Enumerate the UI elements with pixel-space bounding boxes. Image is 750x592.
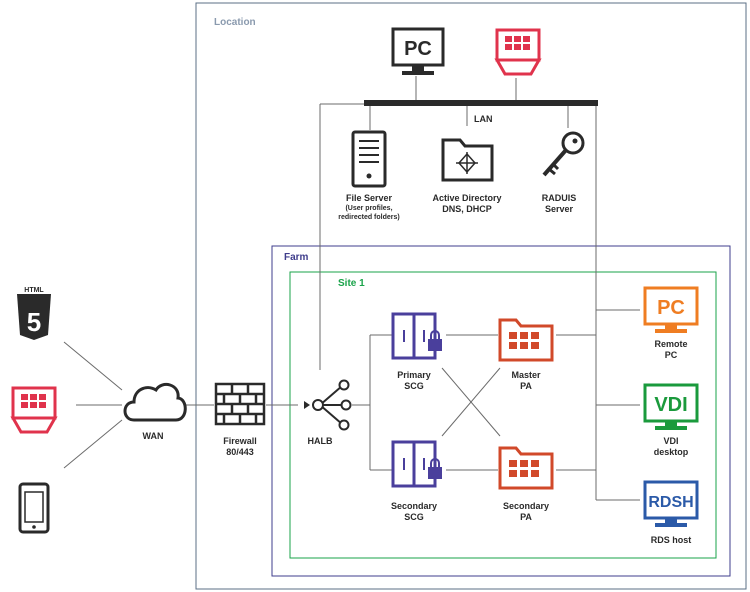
remote-pc-label-line-2: PC <box>664 350 678 360</box>
vdi-label: VDI desktop <box>654 436 689 458</box>
secondary-pa-label: Secondary PA <box>503 501 549 523</box>
location-box <box>195 2 747 590</box>
firewall-icon <box>214 382 266 426</box>
file-server-label: File Server (User profiles, redirected f… <box>338 193 399 222</box>
key-icon <box>542 131 585 177</box>
active-directory-label: Active Directory DNS, DHCP <box>432 193 501 215</box>
lan-bus <box>364 100 598 106</box>
secondary-scg-label-line-1: Secondary <box>390 501 438 511</box>
top-pc-screen-text: PC <box>404 38 432 60</box>
remote-pc-screen-text: PC <box>657 297 685 319</box>
file-server-icon <box>351 130 387 188</box>
secondary-scg-label-line-2: SCG <box>404 512 424 522</box>
master-pa-label-line-2: PA <box>520 381 532 391</box>
farm-label: Farm <box>284 252 309 263</box>
halb-arrowhead <box>304 401 310 409</box>
file-server-title: File Server <box>345 193 393 203</box>
master-pa-icon <box>498 318 554 362</box>
secondary-pa-label-line-2: PA <box>520 512 532 522</box>
site-box <box>289 271 717 559</box>
html5-digit: 5 <box>27 307 41 337</box>
secondary-pa-label-line-1: Secondary <box>502 501 550 511</box>
secondary-scg-label: Secondary SCG <box>391 501 437 523</box>
html5-icon: HTML 5 <box>17 287 51 340</box>
vdi-label-line-1: VDI <box>663 436 679 446</box>
firewall-label: Firewall 80/443 <box>223 436 257 458</box>
active-directory-label-line-1: Active Directory <box>432 193 502 203</box>
halb-label: HALB <box>307 436 333 446</box>
primary-scg-icon <box>391 312 442 360</box>
vdi-screen-text: VDI <box>654 394 687 416</box>
cloud-icon <box>123 382 187 422</box>
secondary-scg-icon <box>391 440 442 488</box>
top-thin-client-icon <box>494 28 542 76</box>
firewall-label-line-2: 80/443 <box>226 447 254 457</box>
connector-lines <box>63 76 640 501</box>
master-pa-label-line-1: Master <box>511 370 541 380</box>
remote-pc-icon: PC <box>643 286 699 333</box>
halb-icon <box>312 379 352 431</box>
rdsh-icon: RDSH <box>643 480 699 527</box>
site-label: Site 1 <box>338 278 365 289</box>
radius-label-line-2: Server <box>544 204 574 214</box>
file-server-subtitle-1: (User profiles, <box>345 205 393 212</box>
firewall-label-line-1: Firewall <box>223 436 257 446</box>
active-directory-folder-icon <box>441 138 494 182</box>
master-pa-label: Master PA <box>511 370 540 392</box>
rdsh-label: RDS host <box>650 535 692 545</box>
radius-label-line-1: RADUIS <box>541 193 577 203</box>
location-label: Location <box>214 17 256 28</box>
wan-label: WAN <box>142 431 164 441</box>
active-directory-label-line-2: DNS, DHCP <box>442 204 492 214</box>
primary-scg-label: Primary SCG <box>397 370 431 392</box>
tablet-icon <box>18 482 50 534</box>
html5-top-text: HTML <box>24 287 44 294</box>
primary-scg-label-line-2: SCG <box>404 381 424 391</box>
rdsh-screen-text: RDSH <box>648 494 693 511</box>
secondary-pa-icon <box>498 446 554 490</box>
primary-scg-label-line-1: Primary <box>397 370 431 380</box>
top-pc-icon: PC <box>391 27 445 75</box>
left-thin-client-icon <box>10 386 58 434</box>
lan-label: LAN <box>474 114 493 124</box>
remote-pc-label: Remote PC <box>654 339 687 361</box>
file-server-subtitle-2: redirected folders) <box>338 214 400 221</box>
vdi-icon: VDI <box>643 383 699 430</box>
vdi-label-line-2: desktop <box>653 447 689 457</box>
radius-label: RADUIS Server <box>542 193 577 215</box>
remote-pc-label-line-1: Remote <box>654 339 688 349</box>
farm-box <box>271 245 731 577</box>
